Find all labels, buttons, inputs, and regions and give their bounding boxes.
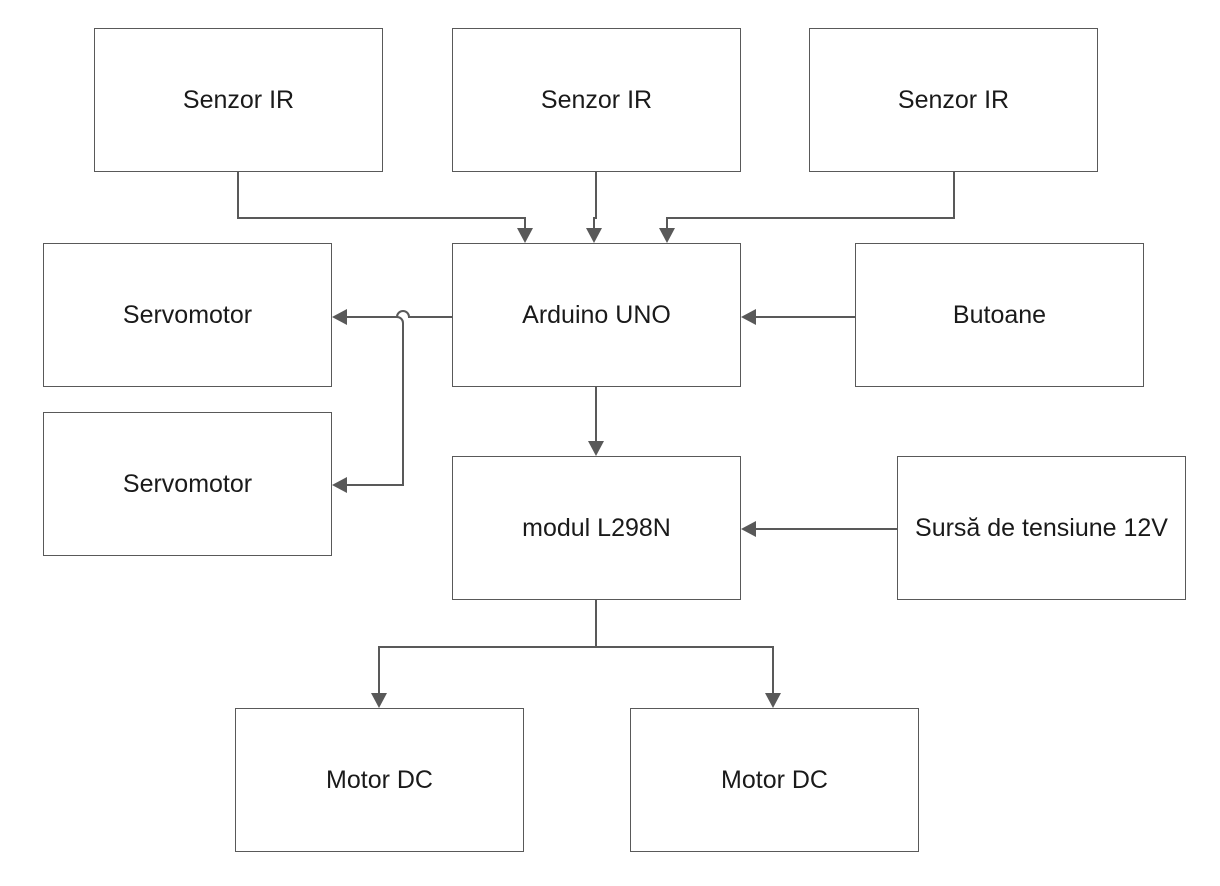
node-label: modul L298N	[522, 513, 671, 542]
node-label: Senzor IR	[182, 85, 295, 114]
edge-arduino-servo2	[347, 316, 404, 486]
node-power-supply: Sursă de tensiune 12V	[897, 456, 1186, 600]
arrowhead-ir2-arduino	[586, 228, 602, 243]
node-label: Butoane	[952, 300, 1047, 329]
arrowhead-arduino-driver	[588, 441, 604, 456]
arrowhead-buttons-arduino	[741, 309, 756, 325]
arrowhead-supply-driver	[741, 521, 756, 537]
node-label: Senzor IR	[897, 85, 1010, 114]
edge-driver-motor1	[378, 646, 596, 693]
arrowhead-ir3-arduino	[659, 228, 675, 243]
node-label: Arduino UNO	[522, 300, 671, 329]
node-ir-sensor-1: Senzor IR	[94, 28, 383, 172]
node-l298n-driver: modul L298N	[452, 456, 741, 600]
edge-arduino-servo1	[347, 310, 452, 318]
arrowhead-driver-motor1	[371, 693, 387, 708]
edge-driver-motor2	[596, 646, 774, 693]
node-label: Sursă de tensiune 12V	[915, 513, 1168, 542]
edge-ir2-arduino	[593, 172, 597, 228]
node-motor-dc-1: Motor DC	[235, 708, 524, 852]
node-ir-sensor-3: Senzor IR	[809, 28, 1098, 172]
edge-ir3-arduino	[666, 172, 955, 228]
node-label: Motor DC	[721, 765, 828, 794]
node-servomotor-2: Servomotor	[43, 412, 332, 556]
node-arduino-uno: Arduino UNO	[452, 243, 741, 387]
node-label: Servomotor	[122, 300, 253, 329]
arrowhead-arduino-servo2	[332, 477, 347, 493]
node-label: Motor DC	[326, 765, 433, 794]
edge-ir1-arduino	[237, 172, 526, 228]
node-servomotor-1: Servomotor	[43, 243, 332, 387]
node-label: Servomotor	[122, 469, 253, 498]
node-buttons: Butoane	[855, 243, 1144, 387]
arrowhead-arduino-servo1	[332, 309, 347, 325]
node-label: Senzor IR	[540, 85, 653, 114]
arrowhead-driver-motor2	[765, 693, 781, 708]
node-motor-dc-2: Motor DC	[630, 708, 919, 852]
arrowhead-ir1-arduino	[517, 228, 533, 243]
node-ir-sensor-2: Senzor IR	[452, 28, 741, 172]
